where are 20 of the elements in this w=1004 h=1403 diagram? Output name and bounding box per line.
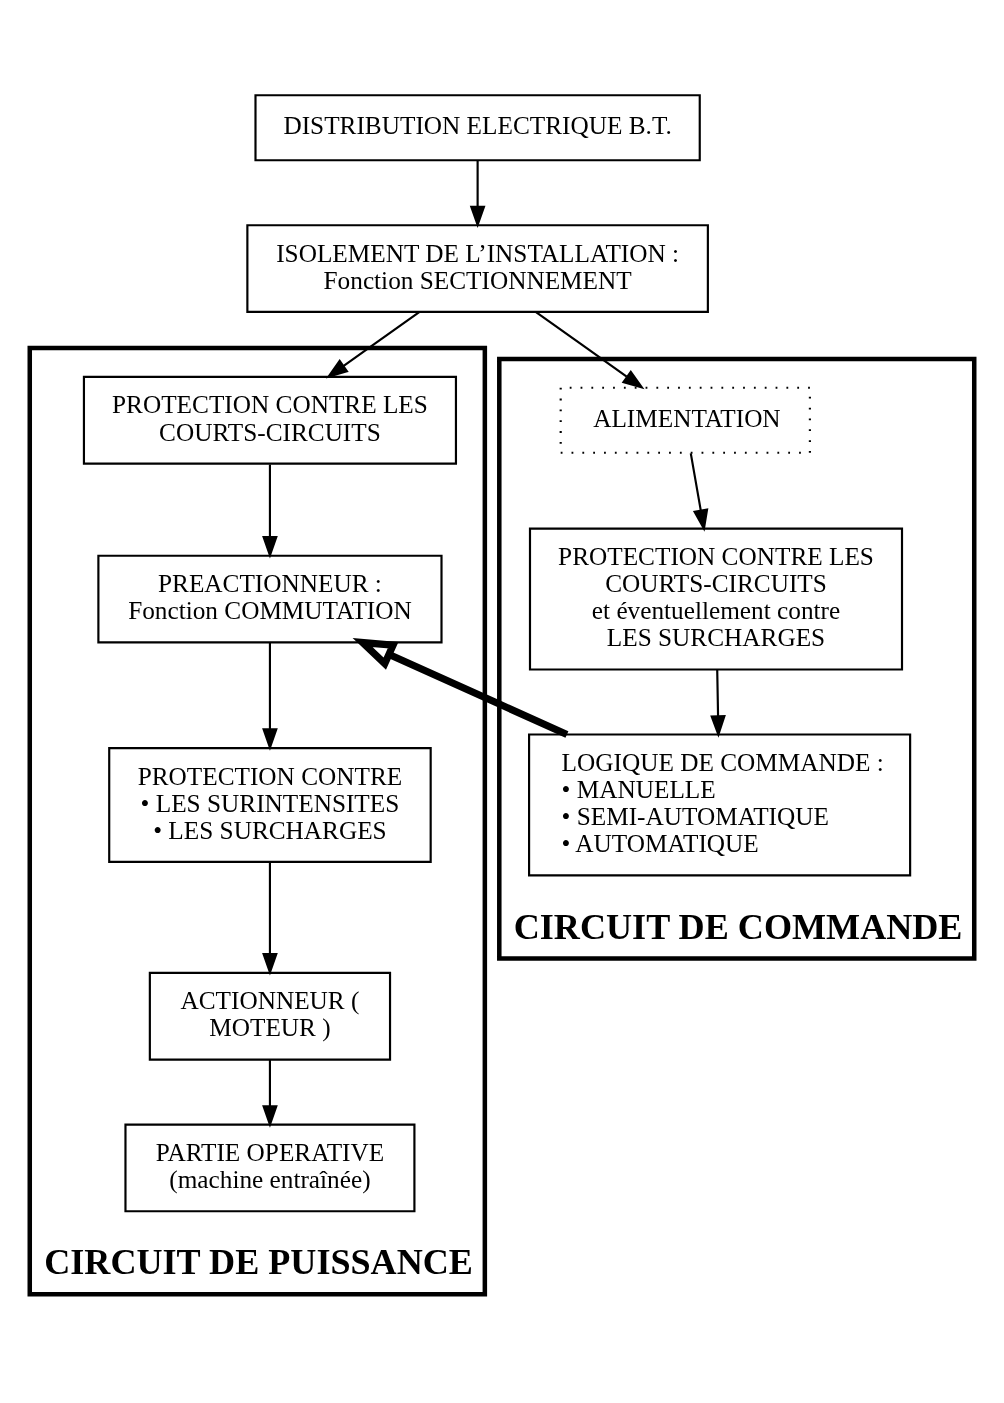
- arrow: [469, 160, 486, 228]
- arrow: [262, 464, 278, 559]
- node-box: DISTRIBUTION ELECTRIQUE B.T.: [254, 93, 701, 161]
- node-box: LOGIQUE DE COMMANDE : • MANUELLE • SEMI-AUTOMATIQUE • AUTOMATIQUE: [528, 732, 912, 876]
- arrow: [535, 310, 645, 389]
- node-box: PREACTIONNEUR : Fonction COMMUTATION: [97, 554, 443, 643]
- node-box: ISOLEMENT DE L’INSTALLATION : Fonction SECTIONNEMENT: [246, 223, 709, 313]
- arrow: [689, 452, 709, 532]
- node-box: PROTECTION CONTRE LES COURTS-CIRCUITS et éventuellement contre LES SURCHARGES: [528, 527, 904, 671]
- arrow: [325, 310, 420, 379]
- node-box: ACTIONNEUR ( MOTEUR ): [148, 971, 392, 1061]
- node-box: ALIMENTATION: [559, 386, 811, 454]
- node-box: PARTIE OPERATIVE (machine entraînée): [124, 1123, 416, 1212]
- arrow: [710, 669, 726, 738]
- arrow: [262, 861, 278, 975]
- arrow: [262, 642, 278, 751]
- arrow: [352, 637, 569, 738]
- node-box: PROTECTION CONTRE LES COURTS-CIRCUITS: [82, 375, 458, 465]
- node-box: PROTECTION CONTRE • LES SURINTENSITES • LES SURCHARGES: [108, 746, 432, 863]
- arrow: [262, 1059, 278, 1128]
